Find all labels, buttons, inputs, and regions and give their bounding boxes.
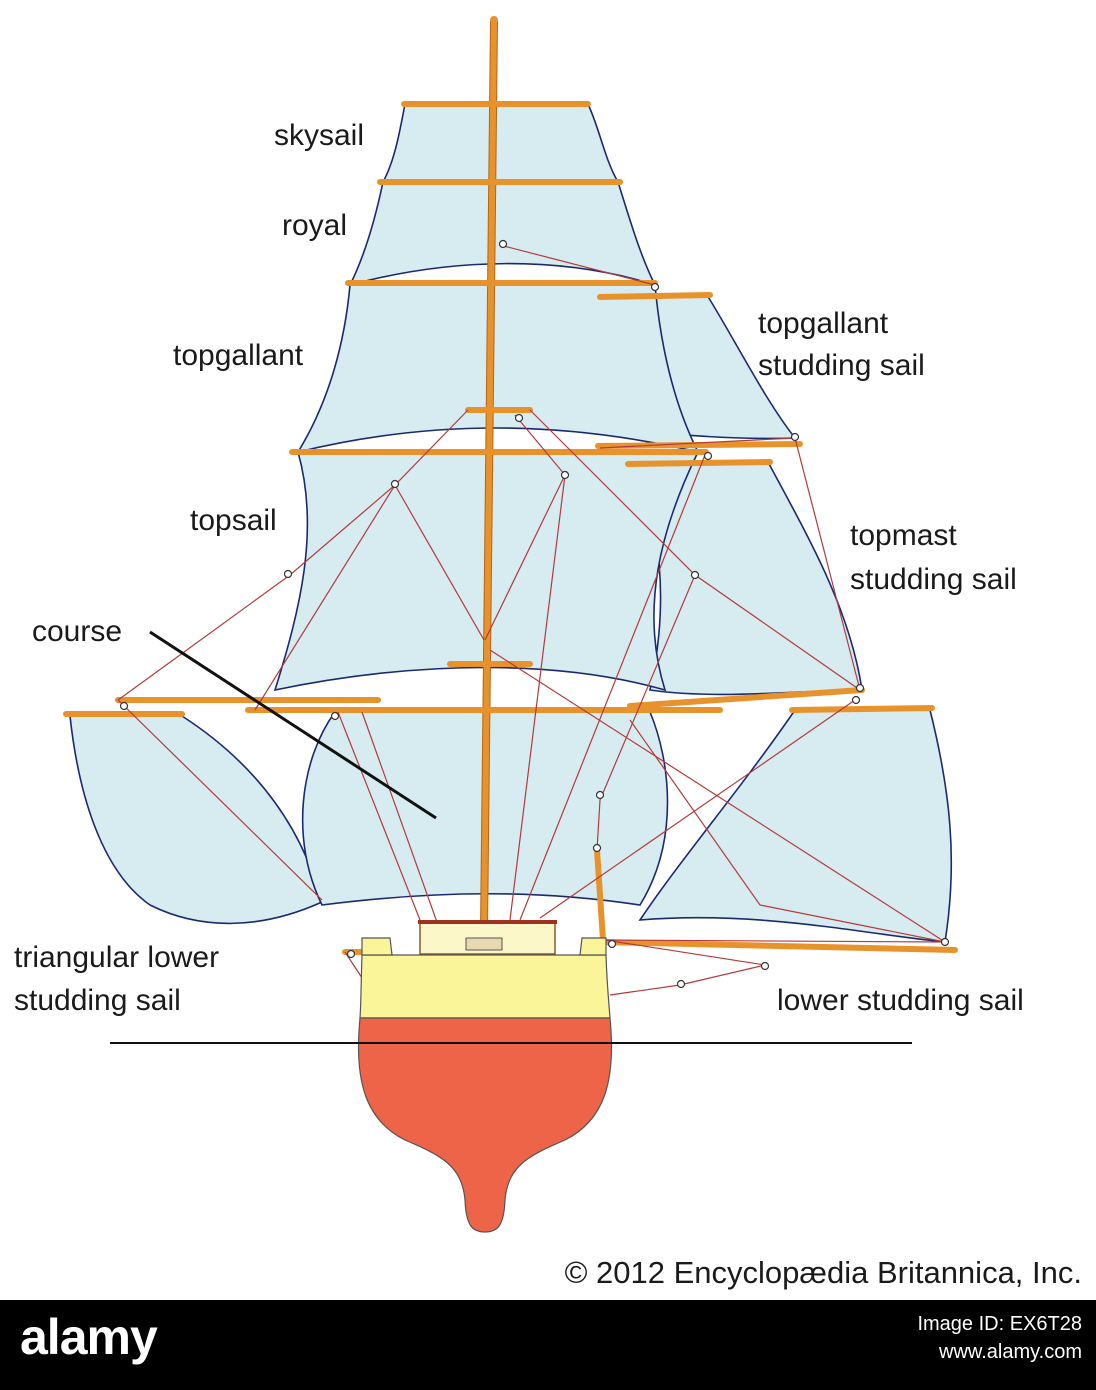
lower-studding-sail-right — [638, 709, 953, 943]
hull-lower — [357, 1017, 613, 1233]
copyright-credit: © 2012 Encyclopædia Britannica, Inc. — [564, 1255, 1082, 1290]
label-topmast-studding-line1: topmast — [850, 519, 957, 552]
label-royal: royal — [282, 209, 348, 242]
ship-diagram: .sail { fill: #d6ecf0; stroke: #1b2a6e; … — [63, 16, 958, 1233]
label-topsail: topsail — [190, 504, 277, 537]
lower-studding-sail-left — [69, 715, 323, 925]
watermark-info: Image ID: EX6T28 www.alamy.com — [917, 1310, 1082, 1366]
label-course: course — [32, 615, 123, 648]
topgallant-sail — [296, 284, 700, 454]
royal-sail — [348, 181, 657, 287]
label-topgallant-studding-line1: topgallant — [758, 307, 889, 340]
label-topgallant-studding-line2: studding sail — [758, 349, 925, 382]
label-topmast-studding-line2: studding sail — [850, 563, 1017, 596]
alamy-logo: alamy — [20, 1309, 158, 1365]
label-triangular-lower-line2: studding sail — [14, 984, 181, 1017]
watermark-bar — [0, 1300, 1096, 1390]
label-lower-studding-sail: lower studding sail — [777, 984, 1024, 1017]
ship-drawing: .sail { fill: #d6ecf0; stroke: #1b2a6e; … — [63, 16, 958, 1233]
label-skysail: skysail — [274, 119, 365, 152]
image-id: Image ID: EX6T28 — [917, 1313, 1082, 1335]
watermark-url: www.alamy.com — [939, 1341, 1082, 1363]
hull-upper — [359, 954, 611, 1019]
course-leader-line — [149, 630, 437, 820]
skysail-sail — [381, 103, 620, 183]
label-topgallant: topgallant — [173, 339, 304, 372]
label-triangular-lower-line1: triangular lower — [14, 941, 220, 974]
